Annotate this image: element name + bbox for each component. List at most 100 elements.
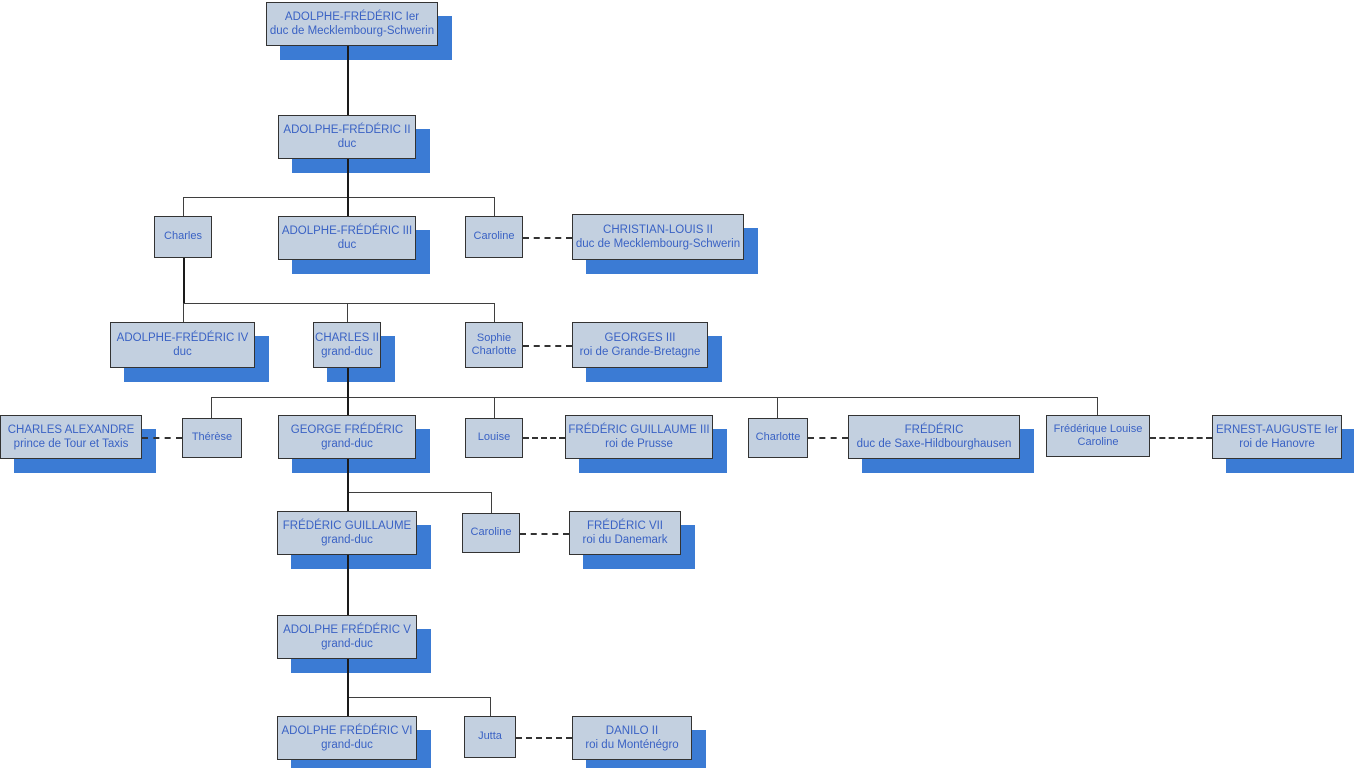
marriage-link-sophie-g3	[523, 345, 572, 347]
node-title: FRÉDÉRIC GUILLAUME	[282, 519, 412, 532]
marriage-link-louise-fg3	[523, 437, 565, 439]
node-caroline2[interactable]: Caroline	[462, 513, 520, 553]
marriage-link-charlotte-fsh	[808, 437, 848, 439]
marriage-link-caroline1-cl2	[523, 237, 572, 239]
node-af6[interactable]: ADOLPHE FRÉDÉRIC VI grand-duc	[277, 716, 417, 760]
node-title: GEORGES III	[604, 331, 676, 344]
marriage-link-jutta-d2	[516, 737, 572, 739]
node-cl2[interactable]: CHRISTIAN-LOUIS II duc de Mecklembourg-Sc…	[572, 214, 744, 260]
node-subtitle: roi du Monténégro	[585, 739, 679, 751]
connector-c2-drop	[347, 303, 348, 322]
connector-af4-drop	[183, 303, 184, 322]
node-subtitle: duc	[337, 138, 357, 150]
node-title: Caroline	[470, 526, 512, 539]
node-subtitle: Charlotte	[471, 345, 517, 357]
node-subtitle: roi de Grande-Bretagne	[579, 346, 701, 358]
node-title: CHRISTIAN-LOUIS II	[603, 223, 713, 236]
connector-af5-down	[347, 659, 349, 697]
node-title: FRÉDÉRIC VII	[586, 519, 664, 532]
connector-gf-down	[347, 459, 349, 492]
connector-therese-drop	[211, 397, 212, 418]
node-af2[interactable]: ADOLPHE-FRÉDÉRIC II duc	[278, 115, 416, 159]
node-af1[interactable]: ADOLPHE-FRÉDÉRIC Ier duc de Mecklembourg-…	[266, 2, 438, 46]
node-af5[interactable]: ADOLPHE FRÉDÉRIC V grand-duc	[277, 615, 417, 659]
connector-flc-drop	[1097, 397, 1098, 415]
node-d2[interactable]: DANILO II roi du Monténégro	[572, 716, 692, 760]
node-title: CHARLES II	[315, 331, 379, 344]
node-fgd[interactable]: FRÉDÉRIC GUILLAUME grand-duc	[277, 511, 417, 555]
node-subtitle: grand-duc	[321, 534, 373, 546]
connector-charles-drop	[183, 197, 184, 216]
node-title: ADOLPHE-FRÉDÉRIC Ier	[284, 10, 420, 23]
node-title: CHARLES ALEXANDRE	[7, 423, 135, 436]
node-title: Frédérique Louise	[1053, 422, 1143, 435]
node-f7[interactable]: FRÉDÉRIC VII roi du Danemark	[569, 511, 681, 555]
connector-caroline1-drop	[494, 197, 495, 216]
connector-gf-drop	[347, 397, 349, 415]
connector-charlotte-drop	[777, 397, 778, 418]
node-title: Charlotte	[755, 431, 801, 444]
node-subtitle: roi du Danemark	[582, 534, 668, 546]
node-title: ADOLPHE FRÉDÉRIC VI	[281, 724, 413, 737]
node-therese[interactable]: Thérèse	[182, 418, 242, 458]
node-subtitle: grand-duc	[321, 739, 373, 751]
node-c2[interactable]: CHARLES II grand-duc	[313, 322, 381, 368]
node-title: ADOLPHE-FRÉDÉRIC II	[283, 123, 411, 136]
node-jutta[interactable]: Jutta	[464, 716, 516, 758]
node-title: ADOLPHE FRÉDÉRIC V	[283, 623, 411, 636]
node-title: Sophie	[476, 331, 512, 344]
connector-c2-down	[347, 368, 349, 397]
node-title: ERNEST-AUGUSTE Ier	[1215, 423, 1339, 436]
node-subtitle: duc de Saxe-Hildbourghausen	[856, 438, 1012, 450]
node-charlotte[interactable]: Charlotte	[748, 418, 808, 458]
connector-jutta-drop	[490, 697, 491, 716]
connector-bus-gen8	[347, 697, 490, 698]
connector-bus-gen3	[183, 197, 494, 198]
node-subtitle: duc de Mecklembourg-Schwerin	[575, 238, 741, 250]
connector-af1-down	[347, 46, 349, 115]
node-title: FRÉDÉRIC GUILLAUME III	[568, 423, 710, 436]
node-title: Caroline	[473, 230, 515, 243]
node-title: ADOLPHE-FRÉDÉRIC IV	[116, 331, 249, 344]
connector-louise-drop	[494, 397, 495, 418]
connector-caroline2-drop	[491, 492, 492, 513]
marriage-link-flc-ea1	[1150, 437, 1212, 439]
node-af3[interactable]: ADOLPHE-FRÉDÉRIC III duc	[278, 216, 416, 260]
connector-af2-down	[347, 159, 349, 197]
node-title: ADOLPHE-FRÉDÉRIC III	[281, 224, 413, 237]
node-title: GEORGE FRÉDÉRIC	[290, 423, 404, 436]
node-title: Thérèse	[191, 431, 233, 444]
node-fsh[interactable]: FRÉDÉRIC duc de Saxe-Hildbourghausen	[848, 415, 1020, 459]
connector-bus-gen4	[183, 303, 494, 304]
node-title: DANILO II	[605, 724, 659, 737]
connector-af3-stem	[347, 197, 349, 216]
node-louise[interactable]: Louise	[465, 418, 523, 458]
node-subtitle: grand-duc	[321, 638, 373, 650]
node-subtitle: duc de Mecklembourg-Schwerin	[269, 25, 435, 37]
node-ea1[interactable]: ERNEST-AUGUSTE Ier roi de Hanovre	[1212, 415, 1342, 459]
node-charles[interactable]: Charles	[154, 216, 212, 258]
connector-af6-drop	[347, 697, 349, 716]
connector-charles-down	[183, 258, 185, 303]
node-subtitle: Caroline	[1077, 436, 1119, 448]
connector-bus-gen6	[347, 492, 491, 493]
node-title: Charles	[164, 230, 202, 243]
node-subtitle: grand-duc	[321, 346, 373, 358]
connector-fgd-drop	[347, 492, 349, 511]
node-subtitle: roi de Hanovre	[1239, 438, 1315, 450]
node-title: Louise	[477, 431, 511, 444]
connector-sophie-drop	[494, 303, 495, 322]
node-subtitle: duc	[337, 239, 357, 251]
connector-fgd-down	[347, 555, 349, 615]
marriage-link-ca-therese	[142, 437, 182, 439]
node-g3[interactable]: GEORGES III roi de Grande-Bretagne	[572, 322, 708, 368]
node-title: FRÉDÉRIC	[904, 423, 964, 436]
node-caroline1[interactable]: Caroline	[465, 216, 523, 258]
